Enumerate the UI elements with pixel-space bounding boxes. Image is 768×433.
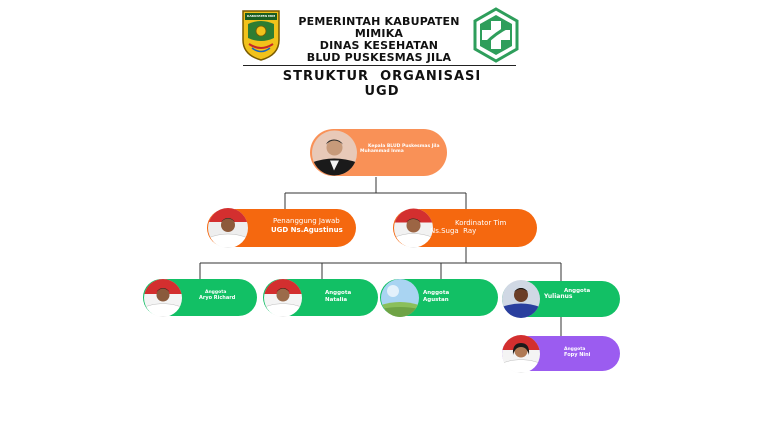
- person-photo-icon: [394, 208, 433, 248]
- node-member-3: Anggota Agustan: [380, 278, 498, 317]
- node-head-role: Kepala BLUD Puskesmas Jila: [368, 144, 440, 149]
- node-member-5: Anggota Fopy Nini: [502, 334, 620, 373]
- node-member-4-text: Anggota Yulianus: [544, 288, 590, 301]
- node-coordinator-left-role: Penanggung Jawab: [273, 217, 340, 225]
- node-member-4-role: Anggota: [564, 288, 591, 294]
- node-coordinator-left-name: UGD Ns.Agustinus: [271, 226, 343, 235]
- regency-seal-text: KABUPATEN MIMIKA: [247, 14, 275, 18]
- regency-seal-icon: [242, 10, 280, 61]
- puskesmas-logo: [472, 7, 520, 63]
- header-divider: [243, 65, 516, 66]
- landscape-photo-icon: [381, 278, 419, 317]
- node-member-5-text: Anggota Fopy Nini: [564, 347, 590, 359]
- person-photo-icon: [312, 130, 357, 175]
- node-head: Kepala BLUD Puskesmas Jila Muhammad Inma: [310, 129, 447, 176]
- node-member-1-name: Aryo Richard: [199, 295, 236, 302]
- node-member-1-role: Anggota: [205, 290, 227, 295]
- node-coordinator-left-text: Penanggung Jawab UGD Ns.Agustinus: [271, 217, 343, 234]
- node-head-name: Muhammad Inma: [360, 149, 404, 155]
- node-head-text: Kepala BLUD Puskesmas Jila Muhammad Inma: [360, 144, 440, 154]
- node-member-5-role: Anggota: [564, 347, 586, 352]
- person-photo-icon: [502, 280, 540, 318]
- node-member-3-name: Agustan: [423, 297, 449, 304]
- node-member-3-text: Anggota Agustan: [423, 290, 449, 304]
- node-member-1: Anggota Aryo Richard: [143, 278, 257, 317]
- node-coordinator-right-name: Ns.Suga Ray: [430, 227, 477, 236]
- person-photo-icon: [264, 278, 302, 317]
- avatar: [312, 130, 357, 175]
- node-coordinator-right: Kordinator Tim Ns.Suga Ray: [393, 208, 537, 248]
- regency-seal-logo: KABUPATEN MIMIKA: [240, 8, 282, 62]
- person-photo-icon: [502, 334, 540, 373]
- avatar: [381, 278, 419, 317]
- node-member-2-name: Natalia: [325, 297, 348, 304]
- node-member-2-text: Anggota Natalia: [325, 290, 351, 304]
- header-line-2: DINAS KESEHATAN: [319, 39, 439, 52]
- title-line-2: UGD: [364, 84, 400, 99]
- avatar: [394, 208, 433, 248]
- avatar: [264, 278, 302, 317]
- header-line-1: PEMERINTAH KABUPATEN MIMIKA: [298, 15, 460, 40]
- avatar: [144, 278, 182, 317]
- avatar: [208, 208, 248, 248]
- title-line-1: STRUKTUR ORGANISASI: [282, 69, 482, 84]
- node-member-1-text: Anggota Aryo Richard: [199, 290, 235, 302]
- node-member-4-name: Yulianus: [544, 293, 573, 301]
- node-member-4: Anggota Yulianus: [502, 280, 620, 318]
- node-member-2-role: Anggota: [325, 290, 352, 296]
- node-member-3-role: Anggota: [423, 290, 450, 296]
- node-coordinator-left: Penanggung Jawab UGD Ns.Agustinus: [207, 208, 356, 248]
- chart-title: STRUKTUR ORGANISASI UGD: [262, 69, 502, 99]
- avatar: [502, 280, 540, 318]
- person-photo-icon: [144, 278, 182, 317]
- node-coordinator-right-text: Kordinator Tim Ns.Suga Ray: [430, 219, 506, 235]
- person-photo-icon: [208, 208, 248, 248]
- node-coordinator-right-role: Kordinator Tim: [455, 219, 507, 227]
- avatar: [502, 334, 540, 373]
- header-line-3: BLUD PUSKESMAS JILA: [306, 51, 452, 64]
- node-member-2: Anggota Natalia: [263, 278, 378, 317]
- node-member-5-name: Fopy Nini: [564, 352, 591, 359]
- puskesmas-cross-icon: [473, 7, 519, 63]
- institution-header: PEMERINTAH KABUPATEN MIMIKA DINAS KESEHA…: [280, 16, 478, 64]
